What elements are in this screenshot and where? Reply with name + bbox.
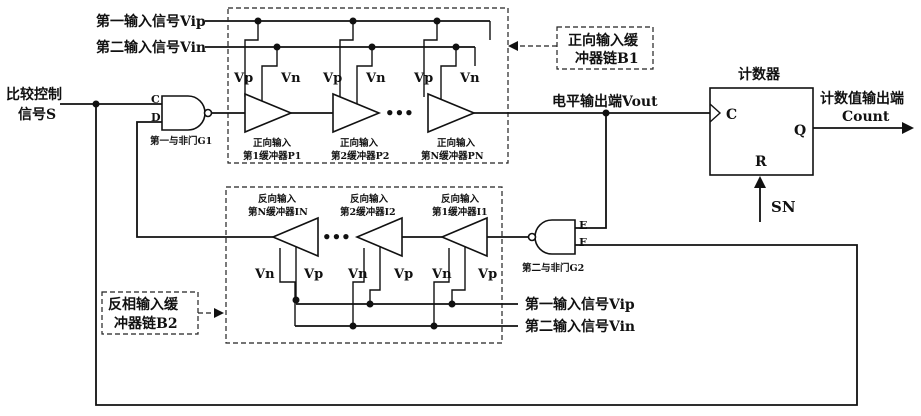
buffer-label-line1: 正向输入 — [437, 137, 476, 149]
vp-label: Vp — [393, 267, 413, 282]
vp-label: Vp — [233, 71, 253, 86]
counter-title: 计数器 — [738, 66, 781, 83]
sn-arrowhead — [754, 176, 766, 188]
count-output-label-line1: 计数值输出端 — [820, 90, 904, 107]
count-output-label-line2: Count — [842, 109, 890, 125]
buffer-label-line2: 第N缓冲器IN — [248, 206, 308, 218]
input-vip-top-label: 第一输入信号Vip — [96, 13, 206, 30]
vn-label: Vn — [459, 71, 480, 86]
gate-g2-label: 第二与非门G2 — [522, 262, 584, 274]
pin-f: F — [579, 236, 587, 249]
vp-label: Vp — [477, 267, 497, 282]
input-vin-top-label: 第二输入信号Vin — [96, 39, 206, 56]
sn-label: SN — [771, 198, 796, 216]
forward-buffer-p1: Vp Vn 正向输入 第1缓冲器P1 — [233, 71, 301, 162]
vout-to-g2-wire — [575, 113, 606, 228]
gate-g1-label: 第一与非门G1 — [150, 135, 212, 147]
vn-drop — [441, 47, 456, 104]
buffer-label-line1: 正向输入 — [340, 137, 379, 149]
input-vin-bottom-label: 第二输入信号Vin — [525, 318, 635, 335]
chain-b1-arrowhead — [508, 41, 518, 51]
vp-rise — [452, 247, 465, 304]
buffer-label-line2: 第2缓冲器I2 — [340, 206, 396, 218]
junction — [431, 323, 438, 330]
buffer-label-line1: 反向输入 — [258, 193, 297, 205]
junction — [449, 301, 456, 308]
chain-b1-label-line1: 正向输入缓 — [568, 32, 639, 49]
vn-rise — [434, 248, 449, 326]
count-output-arrowhead — [902, 122, 914, 134]
junction — [350, 323, 357, 330]
forward-buffer-p2: Vp Vn 正向输入 第2缓冲器P2 — [322, 71, 389, 162]
junction — [367, 301, 374, 308]
input-vip-bottom-label: 第一输入信号Vip — [525, 296, 635, 313]
forward-buffer-pn: Vp Vn 正向输入 第N缓冲器PN — [413, 71, 484, 162]
chain-b2-label-line1: 反相输入缓 — [108, 296, 179, 313]
chain-b1-label-line2: 冲器链B1 — [575, 50, 639, 67]
vn-label: Vn — [365, 71, 386, 86]
vn-rise — [353, 248, 364, 326]
buffer-label-line1: 反向输入 — [441, 193, 480, 205]
buffer-label-line2: 第1缓冲器I1 — [432, 206, 488, 218]
pin-e: E — [579, 219, 587, 232]
reverse-ellipsis: ••• — [322, 228, 351, 246]
forward-ellipsis: ••• — [385, 104, 414, 122]
vp-label: Vp — [413, 71, 433, 86]
vout-label: 电平输出端Vout — [552, 93, 658, 110]
buffer-label-line1: 反向输入 — [350, 193, 389, 205]
vn-label: Vn — [280, 71, 301, 86]
vp-label: Vp — [322, 71, 342, 86]
buffer-label-line2: 第2缓冲器P2 — [331, 150, 389, 162]
vp-label: Vp — [303, 267, 323, 282]
junction — [293, 297, 300, 304]
nand-gate-g1: C D 第一与非门G1 — [150, 93, 212, 147]
chain-b2-arrowhead — [214, 308, 224, 318]
counter-pin-r: R — [755, 154, 767, 170]
buffer-label-line2: 第1缓冲器P1 — [243, 150, 301, 162]
vn-drop — [262, 47, 277, 104]
pin-c: C — [151, 93, 160, 106]
vn-label: Vn — [254, 267, 275, 282]
counter-pin-q: Q — [794, 123, 806, 139]
control-label-line2: 信号S — [18, 106, 56, 123]
buffer-label-line1: 正向输入 — [253, 137, 292, 149]
control-label-line1: 比较控制 — [6, 86, 62, 103]
vp-rise — [370, 247, 380, 304]
vn-rise — [280, 248, 295, 326]
counter-pin-c: C — [726, 107, 737, 123]
vn-label: Vn — [347, 267, 368, 282]
buffer-label-line2: 第N缓冲器PN — [421, 150, 484, 162]
chain-b2-label-line2: 冲器链B2 — [114, 315, 178, 332]
